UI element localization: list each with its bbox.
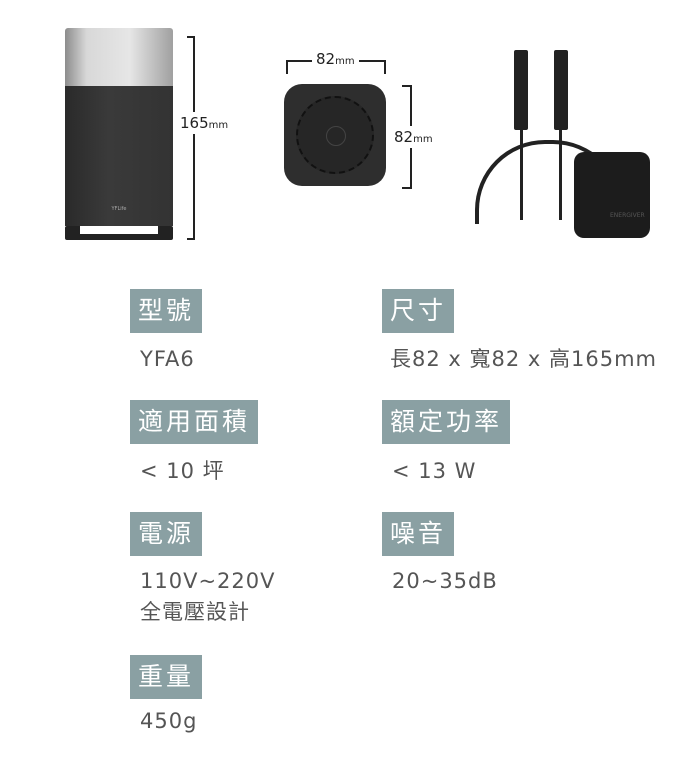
spec-value-supply: 110V~220V [140,569,276,593]
spec-value-weight: 450g [140,709,198,733]
spec-label-area: 適用面積 [130,400,259,444]
device-top-image [284,84,386,186]
spec-value-noise: 20~35dB [392,569,498,593]
depth-dimension-label: 82mm [394,126,433,148]
adapter-brand: ENERGIVER [610,212,645,219]
spec-value-area: < 10 坪 [140,459,225,483]
spec-value-supply-note: 全電壓設計 [140,600,250,624]
height-dimension-line [187,36,195,240]
spec-label-power: 額定功率 [382,400,511,444]
spec-value-model: YFA6 [140,347,195,371]
spec-label-supply: 電源 [130,512,203,556]
spec-value-power: < 13 W [392,459,477,483]
spec-label-noise: 噪音 [382,512,455,556]
spec-label-model: 型號 [130,289,203,333]
device-brand-logo: YFLife [111,206,127,212]
spec-label-size: 尺寸 [382,289,455,333]
power-adapter [574,152,650,238]
spec-value-size: 長82 x 寬82 x 高165mm [390,347,657,371]
device-front-image: YFLife [65,28,173,240]
height-dimension-label: 165mm [180,112,229,134]
width-dimension-label: 82mm [312,50,359,68]
spec-label-weight: 重量 [130,655,203,699]
usb-c-cable-image: ENERGIVER [470,50,670,240]
